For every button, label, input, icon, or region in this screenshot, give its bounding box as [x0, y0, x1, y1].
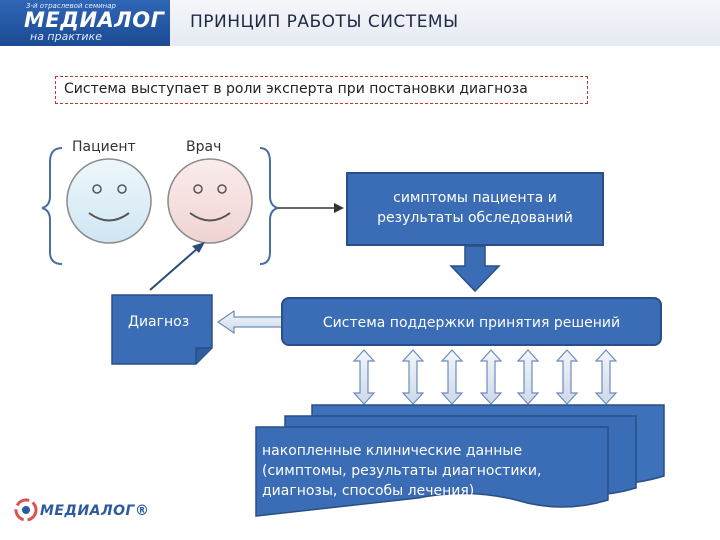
statement-box: Система выступает в роли эксперта при по… [55, 76, 588, 104]
decision-support-system-box: Система поддержки принятия решений [281, 297, 662, 346]
doctor-face-icon [167, 158, 253, 244]
down-arrow-to-dss [449, 245, 501, 293]
footer-logo-text: МЕДИАЛОГ® [40, 503, 150, 519]
symptoms-box: симптомы пациента и результаты обследова… [346, 172, 604, 246]
left-brace [41, 147, 63, 265]
diagnosis-label: Диагноз [128, 314, 190, 330]
logo-main-text: МЕДИАЛОГ [24, 8, 165, 32]
medialog-logo-icon [14, 498, 38, 522]
left-arrow-to-diagnosis [216, 309, 283, 335]
double-arrows [352, 349, 618, 405]
patient-face-icon [66, 158, 152, 244]
clinical-data-text: накопленные клинические данные (симптомы… [262, 441, 602, 501]
seminar-logo: 3-й отраслевой семинар МЕДИАЛОГ на практ… [0, 0, 170, 46]
logo-sub-text: на практике [30, 30, 102, 43]
clinical-data-line3: диагнозы, способы лечения) [262, 483, 475, 499]
data-stack-cards [255, 404, 665, 517]
clinical-data-line1: накопленные клинические данные [262, 443, 523, 459]
doctor-label: Врач [186, 139, 222, 155]
symptoms-line1: симптомы пациента и [393, 190, 557, 206]
symptoms-line2: результаты обследований [377, 210, 573, 226]
logo-small-text: 3-й отраслевой семинар [26, 2, 116, 10]
arrow-to-doctor [149, 242, 205, 291]
clinical-data-line2: (симптомы, результаты диагностики, [262, 463, 542, 479]
right-brace [259, 147, 279, 265]
patient-label: Пациент [72, 139, 136, 155]
slide-title: ПРИНЦИП РАБОТЫ СИСТЕМЫ [190, 12, 459, 32]
arrow-to-symptoms [278, 203, 344, 213]
